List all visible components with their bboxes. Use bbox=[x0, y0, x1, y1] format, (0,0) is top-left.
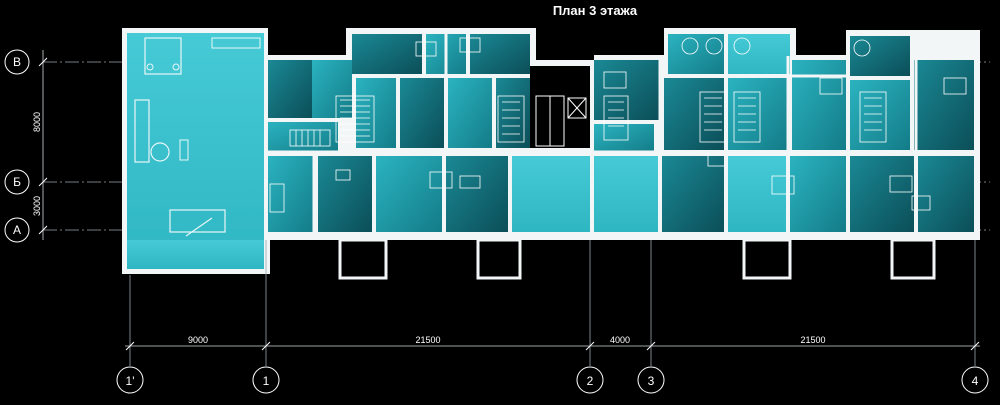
grid-column-1-prime: 1' bbox=[116, 366, 144, 394]
grid-column-label: 3 bbox=[648, 374, 655, 388]
plan-title: План 3 этажа bbox=[553, 3, 638, 18]
grid-column-3: 3 bbox=[637, 366, 665, 394]
grid-row-b: Б bbox=[4, 169, 30, 195]
grid-column-label: 2 bbox=[587, 374, 594, 388]
grid-row-v: В bbox=[4, 49, 30, 75]
grid-row-label: В bbox=[13, 55, 21, 69]
grid-column-label: 1 bbox=[263, 374, 270, 388]
vertical-dim-3000: 3000 bbox=[32, 196, 42, 216]
balconies bbox=[338, 238, 936, 280]
grid-row-label: Б bbox=[13, 175, 21, 189]
building bbox=[122, 28, 980, 280]
horizontal-dim-21500-right: 21500 bbox=[800, 335, 825, 345]
grid-column-label: 4 bbox=[972, 374, 979, 388]
grid-row-a: А bbox=[4, 217, 30, 243]
grid-column-2: 2 bbox=[576, 366, 604, 394]
grid-column-4: 4 bbox=[961, 366, 989, 394]
grid-row-label: А bbox=[13, 223, 21, 237]
grid-column-label: 1' bbox=[126, 374, 135, 388]
grid-column-axes bbox=[125, 240, 980, 366]
grid-column-1: 1 bbox=[252, 366, 280, 394]
horizontal-dim-21500-left: 21500 bbox=[415, 335, 440, 345]
vertical-dim-8000: 8000 bbox=[32, 112, 42, 132]
horizontal-dim-9000: 9000 bbox=[188, 335, 208, 345]
horizontal-dim-4000: 4000 bbox=[610, 335, 630, 345]
